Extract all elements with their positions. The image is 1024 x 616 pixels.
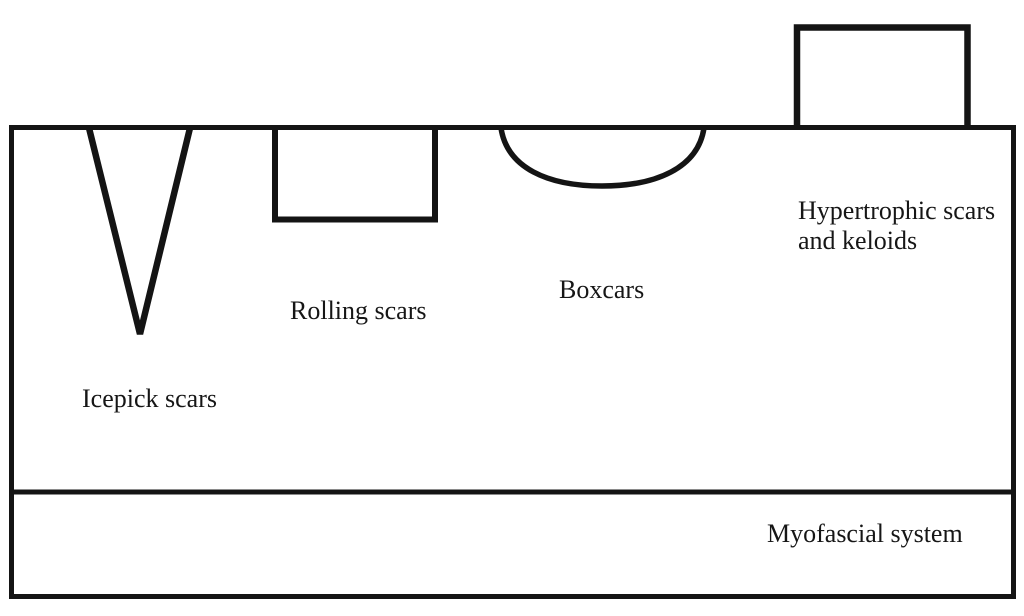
boxcars-label: Boxcars	[559, 275, 645, 304]
boxcar-scar-shape	[498, 127, 707, 189]
icepick-scars-label: Icepick scars	[82, 384, 217, 413]
rolling-scar-shape	[272, 128, 438, 223]
skin-block-outline	[9, 125, 1016, 599]
rolling-scars-label: Rolling scars	[290, 296, 427, 325]
icepick-scar-shape	[85, 127, 194, 335]
myofascial-system-label: Myofascial system	[767, 519, 963, 548]
hypertrophic-scar-shape	[793, 24, 971, 128]
hypertrophic-scars-label: Hypertrophic scars and keloids	[798, 196, 996, 255]
